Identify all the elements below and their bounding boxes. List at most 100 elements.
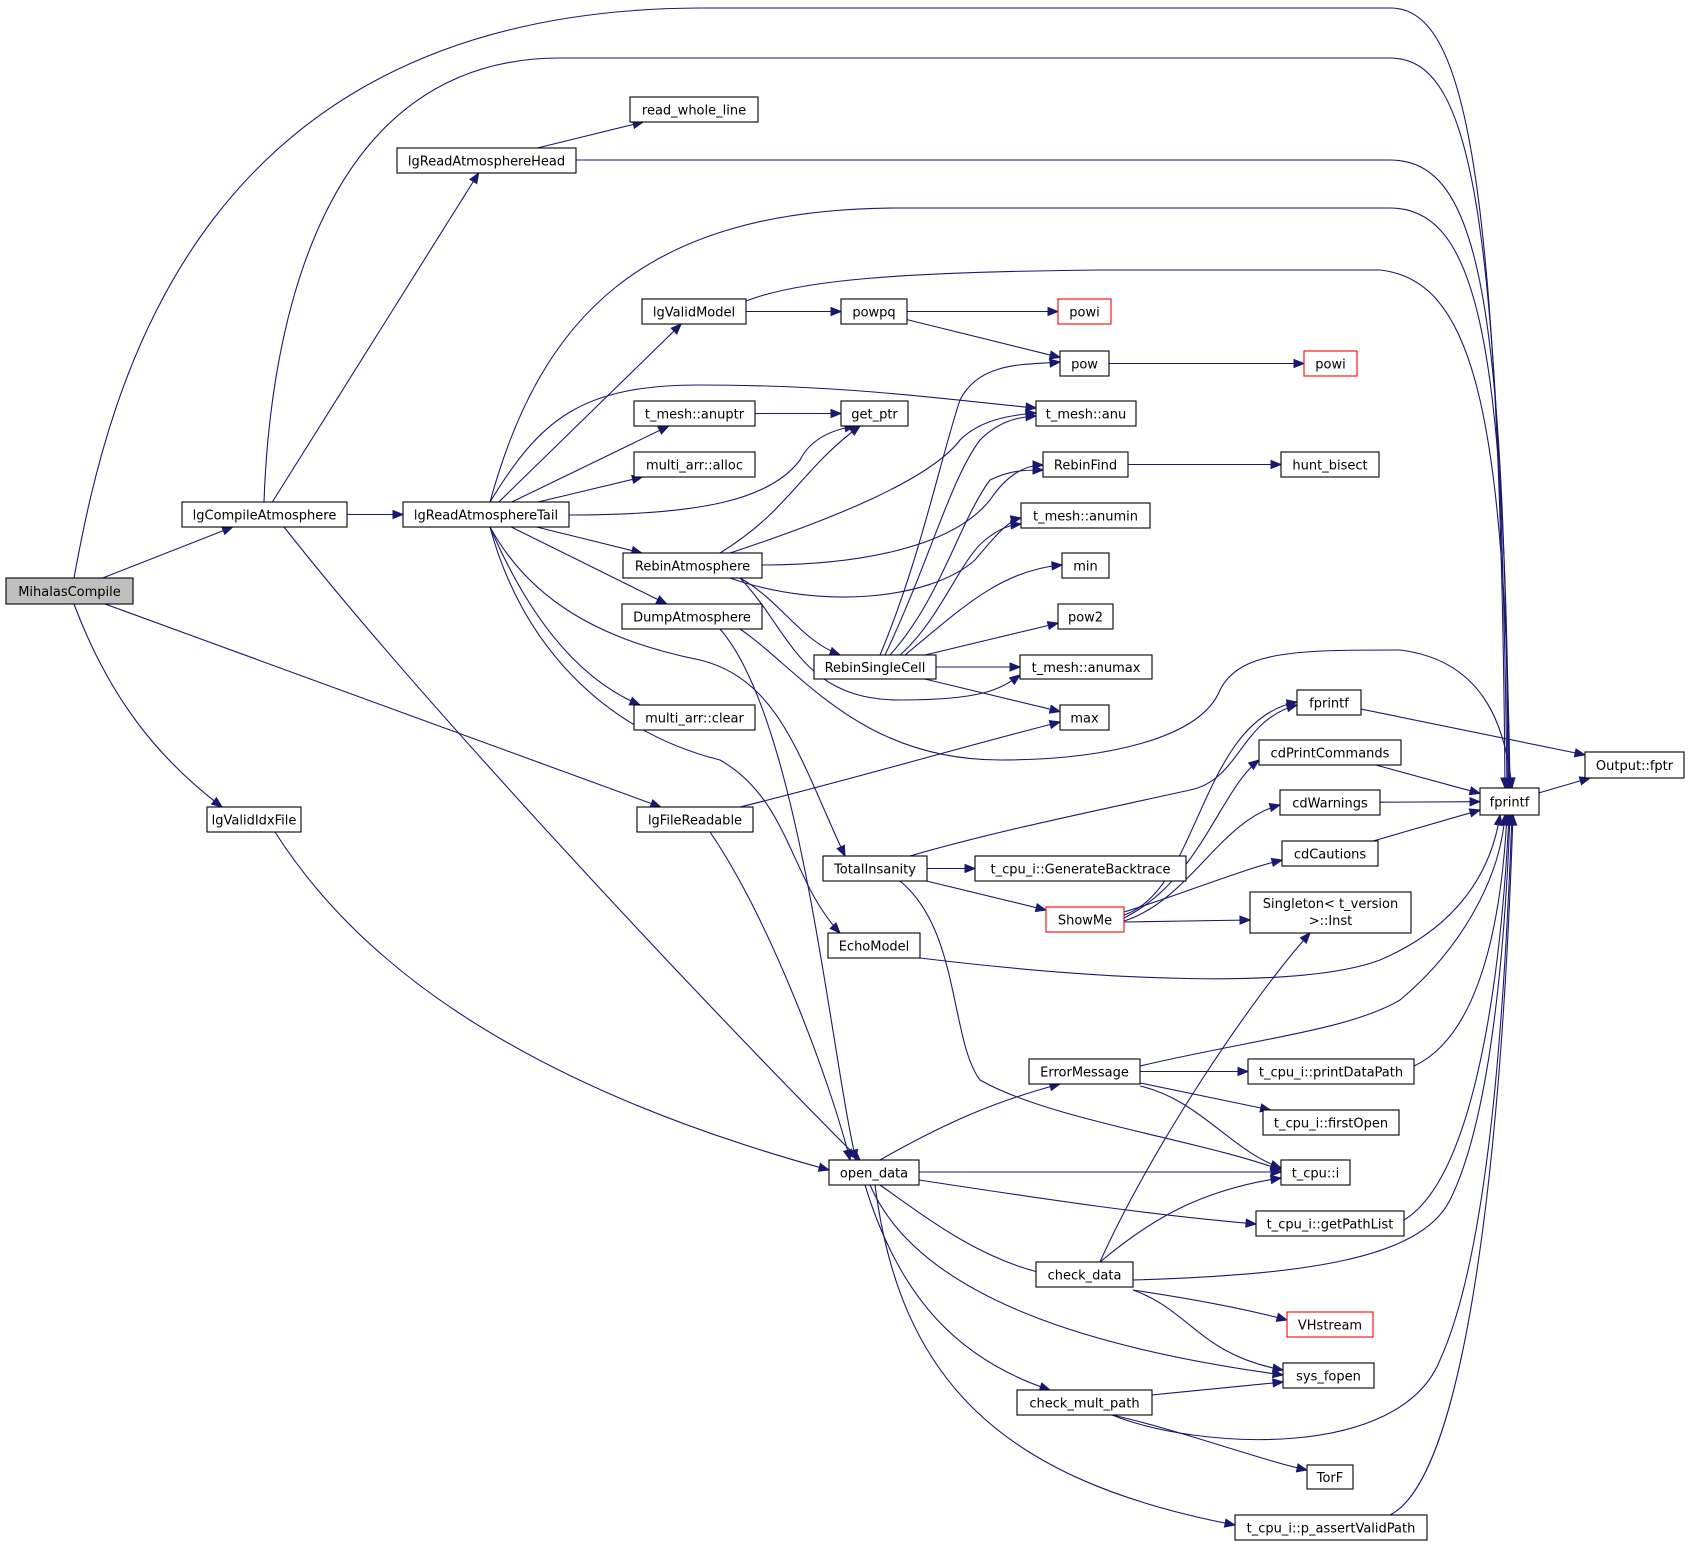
node-lgReadAtmosphereTail[interactable]: lgReadAtmosphereTail xyxy=(402,501,570,528)
node-DumpAtmosphere[interactable]: DumpAtmosphere xyxy=(621,603,763,630)
node-box[interactable] xyxy=(1019,654,1153,680)
node-read_whole_line[interactable]: read_whole_line xyxy=(629,96,759,123)
node-MihalasCompile[interactable]: MihalasCompile xyxy=(5,577,134,605)
node-box[interactable] xyxy=(633,400,756,427)
node-fprintf2[interactable]: fprintf xyxy=(1296,689,1362,716)
node-box[interactable] xyxy=(840,298,908,325)
node-box[interactable] xyxy=(1584,751,1685,779)
node-box[interactable] xyxy=(1303,350,1358,377)
node-box[interactable] xyxy=(1247,1058,1415,1085)
node-fprintf[interactable]: fprintf xyxy=(1479,787,1540,816)
node-sys_fopen[interactable]: sys_fopen xyxy=(1282,1362,1375,1389)
node-Singleton[interactable]: Singleton< t_version>::Inst xyxy=(1249,891,1412,934)
node-box[interactable] xyxy=(1258,739,1402,766)
node-TotalInsanity[interactable]: TotalInsanity xyxy=(822,855,928,882)
node-box[interactable] xyxy=(1296,689,1362,716)
node-powpq[interactable]: powpq xyxy=(840,298,908,325)
node-hunt_bisect[interactable]: hunt_bisect xyxy=(1280,451,1380,478)
node-box[interactable] xyxy=(1306,1464,1354,1490)
node-box[interactable] xyxy=(1020,502,1151,529)
node-box[interactable] xyxy=(1061,552,1110,579)
node-RebinSingleCell[interactable]: RebinSingleCell xyxy=(813,654,937,680)
node-TorF[interactable]: TorF xyxy=(1306,1464,1354,1490)
node-box[interactable] xyxy=(1059,704,1110,731)
node-anumax[interactable]: t_mesh::anumax xyxy=(1019,654,1153,680)
node-box[interactable] xyxy=(1279,789,1381,816)
node-box[interactable] xyxy=(629,96,759,123)
node-box[interactable] xyxy=(974,855,1187,882)
node-getPathList[interactable]: t_cpu_i::getPathList xyxy=(1255,1210,1405,1237)
node-box[interactable] xyxy=(1057,298,1112,325)
node-GenerateBacktrace[interactable]: t_cpu_i::GenerateBacktrace xyxy=(974,855,1187,882)
node-check_data[interactable]: check_data xyxy=(1035,1261,1134,1288)
node-box[interactable] xyxy=(633,451,756,478)
node-box[interactable] xyxy=(622,552,763,579)
node-box[interactable] xyxy=(840,400,909,427)
node-lgReadAtmosphereHead[interactable]: lgReadAtmosphereHead xyxy=(396,147,577,174)
node-ErrorMessage[interactable]: ErrorMessage xyxy=(1028,1058,1141,1085)
node-fptr[interactable]: Output::fptr xyxy=(1584,751,1685,779)
node-box[interactable] xyxy=(636,806,754,833)
node-box[interactable] xyxy=(1249,891,1412,934)
node-lgCompileAtmosphere[interactable]: lgCompileAtmosphere xyxy=(181,501,348,528)
node-box[interactable] xyxy=(1255,1210,1405,1237)
node-powi2[interactable]: powi xyxy=(1303,350,1358,377)
node-box[interactable] xyxy=(822,855,928,882)
node-box[interactable] xyxy=(1059,350,1110,377)
node-VHstream[interactable]: VHstream xyxy=(1286,1311,1374,1338)
node-pow2[interactable]: pow2 xyxy=(1057,603,1114,630)
node-RebinFind[interactable]: RebinFind xyxy=(1042,451,1129,478)
node-get_ptr[interactable]: get_ptr xyxy=(840,400,909,427)
node-box[interactable] xyxy=(827,932,921,959)
node-pow[interactable]: pow xyxy=(1059,350,1110,377)
node-clear[interactable]: multi_arr::clear xyxy=(633,704,756,731)
node-box[interactable] xyxy=(1042,451,1129,478)
node-box[interactable] xyxy=(1028,1058,1141,1085)
node-box[interactable] xyxy=(1282,1362,1375,1389)
node-EchoModel[interactable]: EchoModel xyxy=(827,932,921,959)
node-box[interactable] xyxy=(181,501,348,528)
node-box[interactable] xyxy=(402,501,570,528)
node-powi1[interactable]: powi xyxy=(1057,298,1112,325)
node-box[interactable] xyxy=(1057,603,1114,630)
node-box[interactable] xyxy=(1035,400,1137,427)
node-box[interactable] xyxy=(206,806,302,833)
node-box[interactable] xyxy=(1479,787,1540,816)
node-alloc[interactable]: multi_arr::alloc xyxy=(633,451,756,478)
node-cdCautions[interactable]: cdCautions xyxy=(1281,840,1379,867)
node-box[interactable] xyxy=(633,704,756,731)
node-cdPrintCommands[interactable]: cdPrintCommands xyxy=(1258,739,1402,766)
node-firstOpen[interactable]: t_cpu_i::firstOpen xyxy=(1262,1109,1400,1136)
node-open_data[interactable]: open_data xyxy=(828,1159,920,1186)
node-ShowMe[interactable]: ShowMe xyxy=(1045,906,1125,933)
node-box[interactable] xyxy=(1280,451,1380,478)
node-anu[interactable]: t_mesh::anu xyxy=(1035,400,1137,427)
node-RebinAtmosphere[interactable]: RebinAtmosphere xyxy=(622,552,763,579)
node-lgFileReadable[interactable]: lgFileReadable xyxy=(636,806,754,833)
node-anuptr[interactable]: t_mesh::anuptr xyxy=(633,400,756,427)
node-box[interactable] xyxy=(641,298,747,325)
node-box[interactable] xyxy=(621,603,763,630)
node-printDataPath[interactable]: t_cpu_i::printDataPath xyxy=(1247,1058,1415,1085)
node-t_cpu_i[interactable]: t_cpu::i xyxy=(1280,1159,1351,1186)
node-box[interactable] xyxy=(1280,1159,1351,1186)
node-min[interactable]: min xyxy=(1061,552,1110,579)
node-box[interactable] xyxy=(396,147,577,174)
node-box[interactable] xyxy=(1286,1311,1374,1338)
node-box[interactable] xyxy=(1016,1389,1153,1416)
node-box[interactable] xyxy=(828,1159,920,1186)
node-max[interactable]: max xyxy=(1059,704,1110,731)
node-box[interactable] xyxy=(813,654,937,680)
node-box[interactable] xyxy=(1045,906,1125,933)
node-cdWarnings[interactable]: cdWarnings xyxy=(1279,789,1381,816)
node-check_mult_path[interactable]: check_mult_path xyxy=(1016,1389,1153,1416)
node-lgValidIdxFile[interactable]: lgValidIdxFile xyxy=(206,806,302,833)
node-box[interactable] xyxy=(1281,840,1379,867)
node-box[interactable] xyxy=(5,577,134,605)
node-anumin[interactable]: t_mesh::anumin xyxy=(1020,502,1151,529)
node-lgValidModel[interactable]: lgValidModel xyxy=(641,298,747,325)
node-box[interactable] xyxy=(1262,1109,1400,1136)
node-box[interactable] xyxy=(1234,1514,1428,1541)
node-p_assertValidPath[interactable]: t_cpu_i::p_assertValidPath xyxy=(1234,1514,1428,1541)
node-box[interactable] xyxy=(1035,1261,1134,1288)
